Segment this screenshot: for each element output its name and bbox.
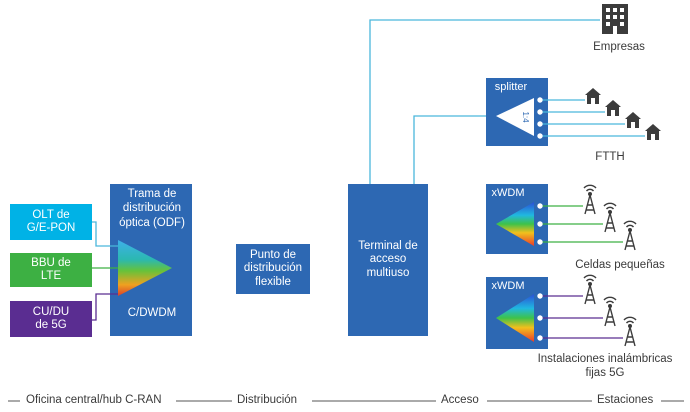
antenna-tower-icon xyxy=(603,296,617,327)
house-icon xyxy=(645,124,661,140)
empresas-label: Empresas xyxy=(593,41,645,53)
antenna-tower-icon xyxy=(583,184,597,215)
house-icon xyxy=(625,112,641,128)
inalambricas-label: Instalaciones inalámbricas fijas 5G xyxy=(537,353,673,380)
odf-subtitle: C/DWDM xyxy=(127,307,177,319)
punto-distribucion-box: Punto de distribución flexible xyxy=(236,244,310,294)
empresas-line xyxy=(369,19,600,184)
antenna-tower-icon xyxy=(623,316,637,347)
cudu-label: CU/DU de 5G xyxy=(32,305,70,331)
bbu-box: BBU de LTE xyxy=(10,253,92,287)
antenna-tower-icon xyxy=(603,202,617,233)
antenna-tower-icon xyxy=(623,220,637,251)
odf-triangle xyxy=(118,240,172,296)
footer-oficina: Oficina central/hub C-RAN xyxy=(26,394,162,406)
olt-line xyxy=(92,221,120,247)
xwdm2-triangle xyxy=(496,294,534,342)
cudu-box: CU/DU de 5G xyxy=(10,301,92,337)
punto-label: Punto de distribución flexible xyxy=(243,249,303,288)
celdas-label: Celdas pequeñas xyxy=(575,259,665,271)
antenna-tower-icon xyxy=(583,274,597,305)
splitter-ratio: 1:4 xyxy=(521,111,530,123)
xwdm2-label: xWDM xyxy=(491,280,525,292)
olt-label: OLT de G/E-PON xyxy=(26,208,76,234)
footer-distribucion: Distribución xyxy=(237,394,298,406)
building-icon xyxy=(602,4,628,34)
bbu-label: BBU de LTE xyxy=(31,256,71,282)
footer-estaciones: Estaciones xyxy=(597,394,654,406)
cudu-line xyxy=(92,293,120,321)
terminal-box: Terminal de acceso multiuso xyxy=(348,184,428,336)
olt-box: OLT de G/E-PON xyxy=(10,204,92,240)
splitter-line xyxy=(413,115,486,184)
splitter-label: splitter xyxy=(494,81,528,93)
house-icon xyxy=(605,100,621,116)
xwdm1-label: xWDM xyxy=(491,187,525,199)
xwdm1-triangle xyxy=(496,202,534,246)
terminal-label: Terminal de acceso multiuso xyxy=(358,240,418,279)
house-icon xyxy=(585,88,601,104)
odf-title: Trama de distribución óptica (ODF) xyxy=(119,188,185,229)
ftth-label: FTTH xyxy=(595,151,625,163)
splitter-triangle xyxy=(496,98,534,136)
footer-acceso: Acceso xyxy=(441,394,479,406)
